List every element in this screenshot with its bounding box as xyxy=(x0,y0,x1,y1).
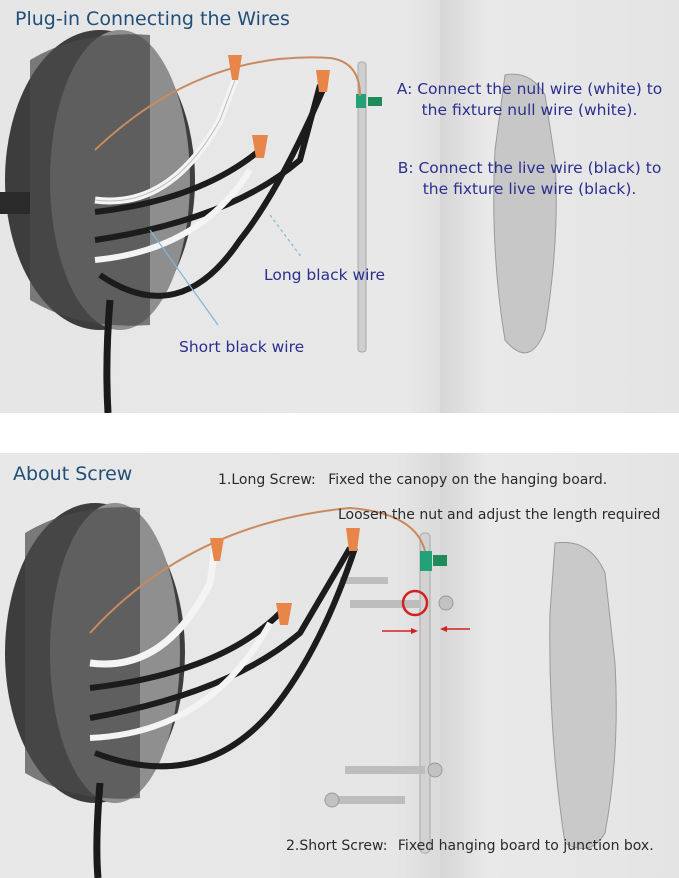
label-long-black-wire: Long black wire xyxy=(264,266,386,284)
long-screw-label: 1.Long Screw: xyxy=(218,472,316,488)
short-screw-instruction: 2.Short Screw: Fixed hanging board to ju… xyxy=(286,838,654,854)
long-screw-desc: Fixed the canopy on the hanging board. xyxy=(328,472,608,488)
section-title-wiring: Plug-in Connecting the Wires xyxy=(15,8,290,30)
instruction-a-line1: A: Connect the null wire (white) to xyxy=(396,80,663,98)
label-short-black-wire: Short black wire xyxy=(179,338,305,356)
short-screw-desc: Fixed hanging board to junction box. xyxy=(397,838,654,854)
section-title-screw: About Screw xyxy=(13,463,133,485)
wiring-diagram-panel: Plug-in Connecting the Wires A: Connect … xyxy=(0,0,679,413)
wiring-illustration xyxy=(0,30,557,413)
instruction-a: A: Connect the null wire (white) to the … xyxy=(380,79,679,121)
instruction-a-line2: the fixture null wire (white). xyxy=(421,101,638,119)
screw-diagram-panel: About Screw 1.Long Screw: Fixed the cano… xyxy=(0,453,679,878)
long-screw-instruction: 1.Long Screw: Fixed the canopy on the ha… xyxy=(218,472,607,488)
nut-adjust-note: Loosen the nut and adjust the length req… xyxy=(338,507,661,523)
instruction-b-line2: the fixture live wire (black). xyxy=(422,180,637,198)
screw-illustration xyxy=(5,503,617,878)
wall-background xyxy=(440,0,679,413)
short-screw-label: 2.Short Screw: xyxy=(286,838,388,854)
instruction-b-line1: B: Connect the live wire (black) to xyxy=(397,159,662,177)
instruction-b: B: Connect the live wire (black) to the … xyxy=(380,158,679,200)
